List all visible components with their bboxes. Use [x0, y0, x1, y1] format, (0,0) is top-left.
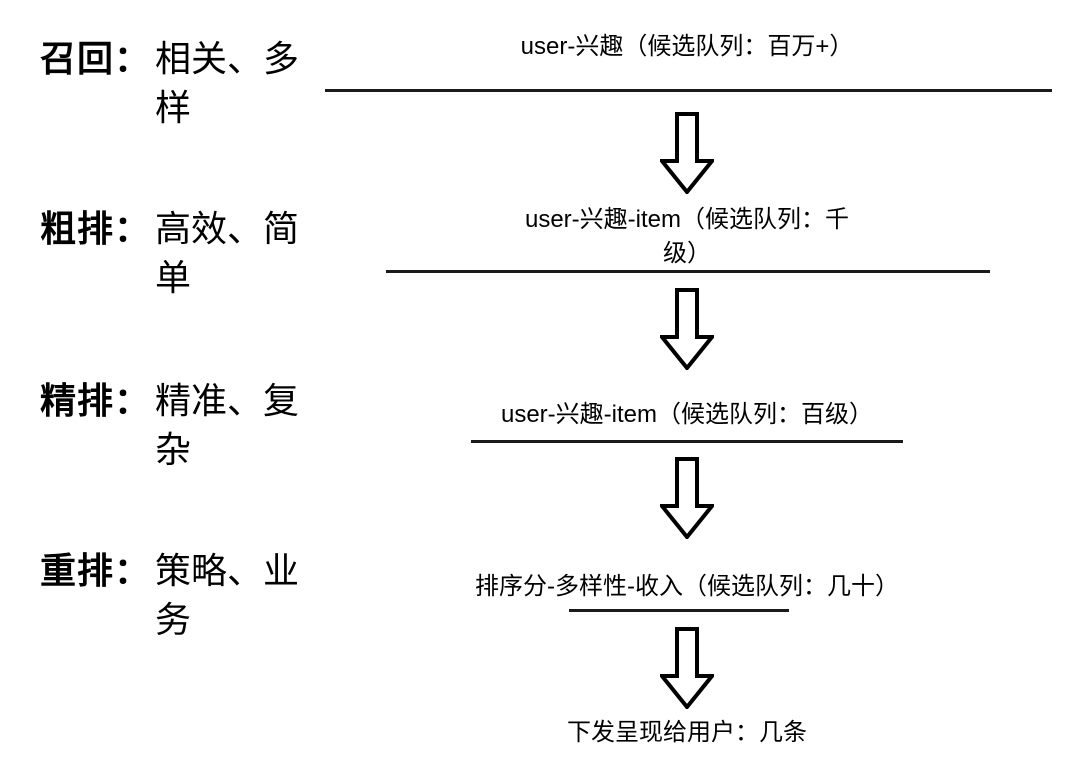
down-arrow-icon: [660, 627, 714, 709]
stage-label-re-rank-desc: 策略、业务: [155, 550, 300, 640]
down-arrow-icon: [660, 457, 714, 539]
flow-stage1-underline: [325, 89, 1052, 92]
down-arrow-icon: [660, 288, 714, 370]
stage-label-coarse-rank: 粗排： 高效、简单: [40, 204, 313, 302]
stage-label-coarse-rank-term: 粗排：: [40, 208, 152, 249]
stage-label-fine-rank-term: 精排：: [40, 380, 152, 421]
down-arrow-icon: [660, 112, 714, 194]
flow-stage2-underline: [386, 270, 990, 273]
stage-label-recall-term: 召回：: [40, 38, 152, 79]
stage-label-fine-rank-desc: 精准、复杂: [155, 380, 300, 470]
flow-stage4-text: 排序分-多样性-收入（候选队列：几十）: [475, 573, 899, 600]
stage-label-re-rank: 重排： 策略、业务: [40, 546, 313, 644]
flow-stage2-line1: user-兴趣-item（候选队列：千: [524, 206, 849, 233]
flow-stage3-text: user-兴趣-item（候选队列：百级）: [500, 401, 873, 428]
stage-label-re-rank-term: 重排：: [40, 550, 152, 591]
stage-label-fine-rank: 精排： 精准、复杂: [40, 376, 313, 474]
flow-output-text: 下发呈现给用户：几条: [567, 719, 807, 746]
flow-stage1-text: user-兴趣（候选队列：百万+）: [520, 33, 854, 60]
stage-label-recall-desc: 相关、多样: [155, 38, 300, 128]
flow-stage2-text: user-兴趣-item（候选队列：千 级）: [337, 203, 1037, 271]
flow-stage4-underline: [569, 609, 789, 612]
flow-stage3-underline: [471, 440, 903, 443]
stage-label-coarse-rank-desc: 高效、简单: [155, 208, 300, 298]
flow-stage2-line2: 级）: [663, 240, 711, 267]
stage-label-recall: 召回： 相关、多样: [40, 34, 313, 132]
